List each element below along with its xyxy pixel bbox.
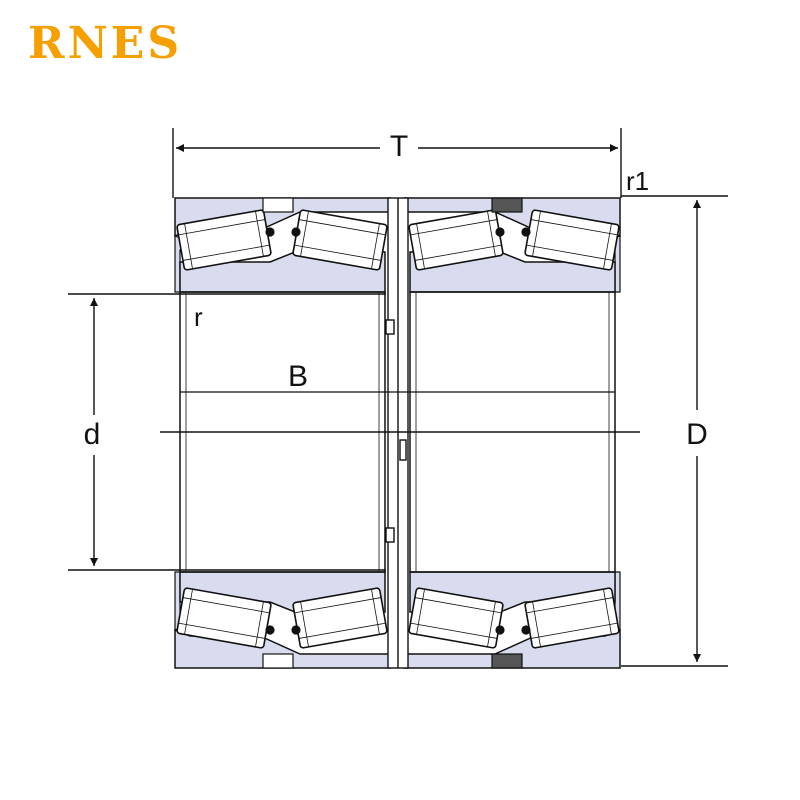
dimension-d [68, 293, 386, 571]
dimension-big-d [621, 195, 728, 667]
label-b: B [288, 360, 308, 393]
brand-logo: RNES [28, 18, 183, 69]
label-d: d [84, 418, 101, 451]
label-big-d: D [686, 418, 708, 451]
center-spacer [385, 197, 409, 669]
label-r: r [194, 302, 203, 332]
label-r1: r1 [626, 166, 649, 196]
spacers [262, 197, 531, 669]
label-t: T [390, 130, 408, 163]
dimension-t [172, 128, 622, 198]
